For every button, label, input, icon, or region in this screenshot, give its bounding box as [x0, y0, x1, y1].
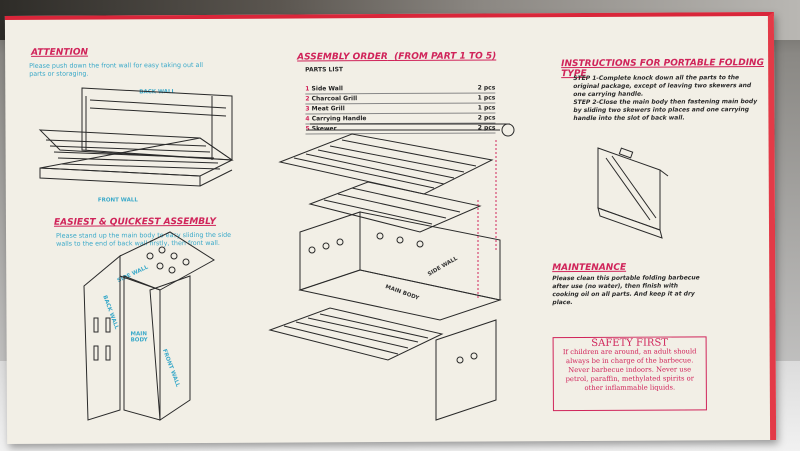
folded-body-drawing: [83, 231, 215, 421]
exploded-assembly-drawing: [268, 123, 515, 421]
open-grill-drawing: [38, 87, 234, 187]
packed-kit-drawing: [597, 147, 669, 239]
